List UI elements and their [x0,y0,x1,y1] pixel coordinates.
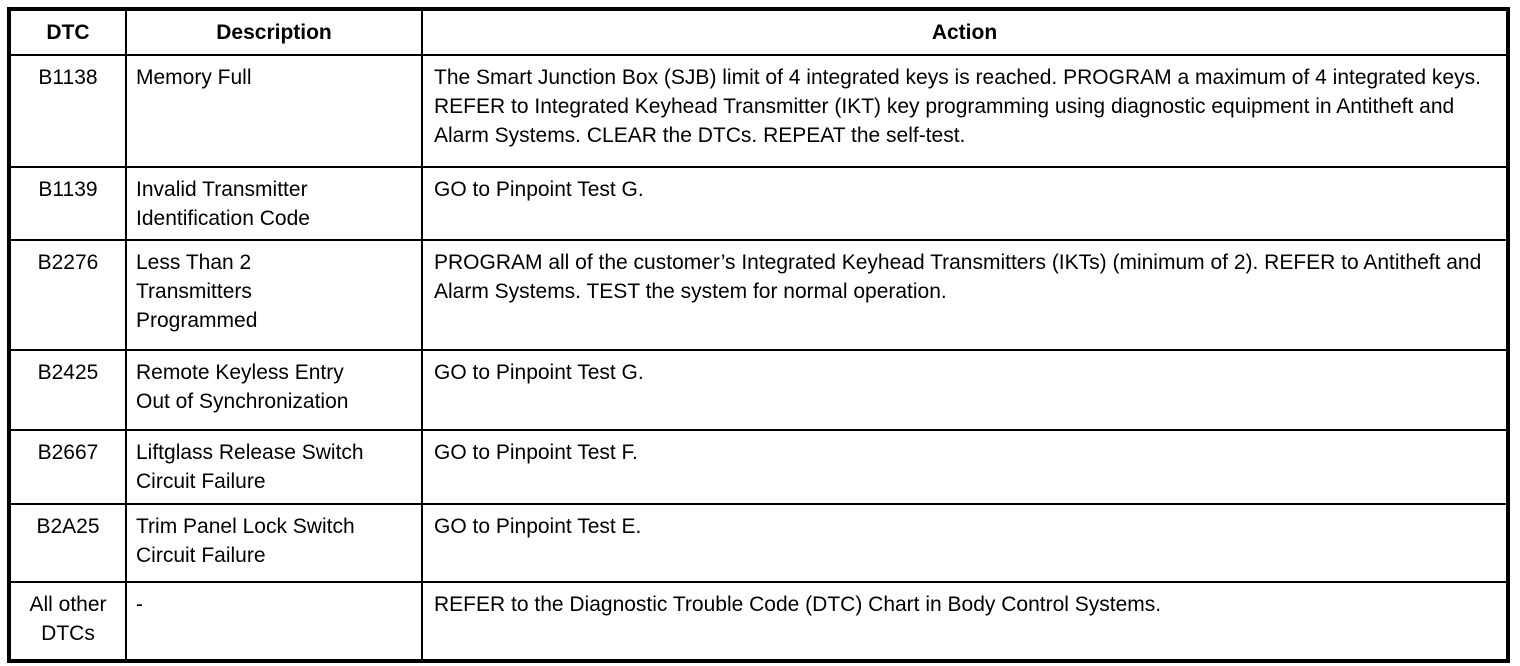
dtc-code-cell: B1139 [8,166,127,241]
table-row: B2667 Liftglass Release Switch Circuit F… [8,429,1509,505]
header-dtc: DTC [8,8,127,56]
action-cell: GO to Pinpoint Test E. [421,503,1509,583]
action-cell: GO to Pinpoint Test G. [421,349,1509,431]
description-cell: Liftglass Release Switch Circuit Failure [125,429,423,505]
description-cell: - [125,581,423,662]
dtc-code-cell: B2425 [8,349,127,431]
dtc-code-cell: B2667 [8,429,127,505]
table-row: All other DTCs - REFER to the Diagnostic… [8,581,1509,662]
description-cell: Invalid Transmitter Identification Code [125,166,423,241]
action-cell: GO to Pinpoint Test G. [421,166,1509,241]
table-row: B1139 Invalid Transmitter Identification… [8,166,1509,241]
dtc-code-cell: All other DTCs [8,581,127,662]
table-row: B2276 Less Than 2 Transmitters Programme… [8,239,1509,351]
table-row: B2425 Remote Keyless Entry Out of Synchr… [8,349,1509,431]
table-row: B1138 Memory Full The Smart Junction Box… [8,54,1509,168]
dtc-code-cell: B2A25 [8,503,127,583]
dtc-code-cell: B2276 [8,239,127,351]
action-cell: REFER to the Diagnostic Trouble Code (DT… [421,581,1509,662]
action-cell: PROGRAM all of the customer’s Integrated… [421,239,1509,351]
dtc-chart-table: DTC Description Action B1138 Memory Full… [7,7,1510,663]
header-action: Action [421,8,1509,56]
header-description: Description [125,8,423,56]
description-cell: Less Than 2 Transmitters Programmed [125,239,423,351]
description-cell: Remote Keyless Entry Out of Synchronizat… [125,349,423,431]
table-header-row: DTC Description Action [8,8,1509,56]
description-cell: Trim Panel Lock Switch Circuit Failure [125,503,423,583]
table-row: B2A25 Trim Panel Lock Switch Circuit Fai… [8,503,1509,583]
action-cell: GO to Pinpoint Test F. [421,429,1509,505]
dtc-code-cell: B1138 [8,54,127,168]
action-cell: The Smart Junction Box (SJB) limit of 4 … [421,54,1509,168]
description-cell: Memory Full [125,54,423,168]
